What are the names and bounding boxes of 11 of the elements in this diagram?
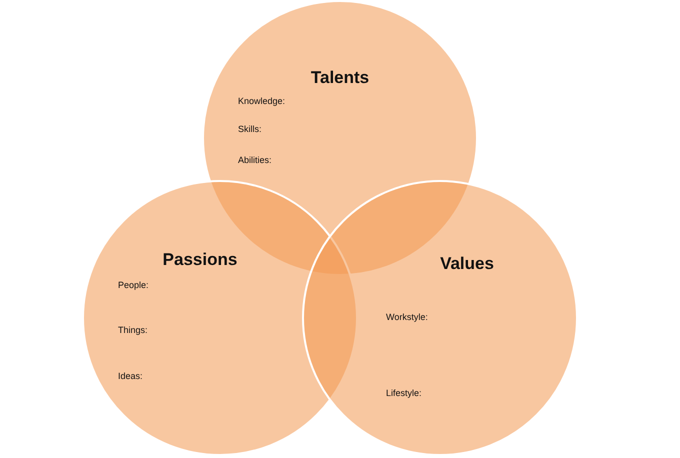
field-label: Things: — [118, 325, 148, 335]
circle-heading: Talents — [310, 68, 370, 88]
field-label: Ideas: — [118, 371, 143, 381]
circle-heading: Passions — [162, 250, 238, 270]
field-label: Knowledge: — [238, 96, 286, 106]
field-label: Skills: — [238, 124, 262, 134]
field-label: People: — [118, 280, 149, 290]
field-label: Abilities: — [238, 155, 272, 165]
field-label: Workstyle: — [386, 312, 428, 322]
field-label: Lifestyle: — [386, 388, 422, 398]
circle-heading: Values — [440, 254, 494, 274]
